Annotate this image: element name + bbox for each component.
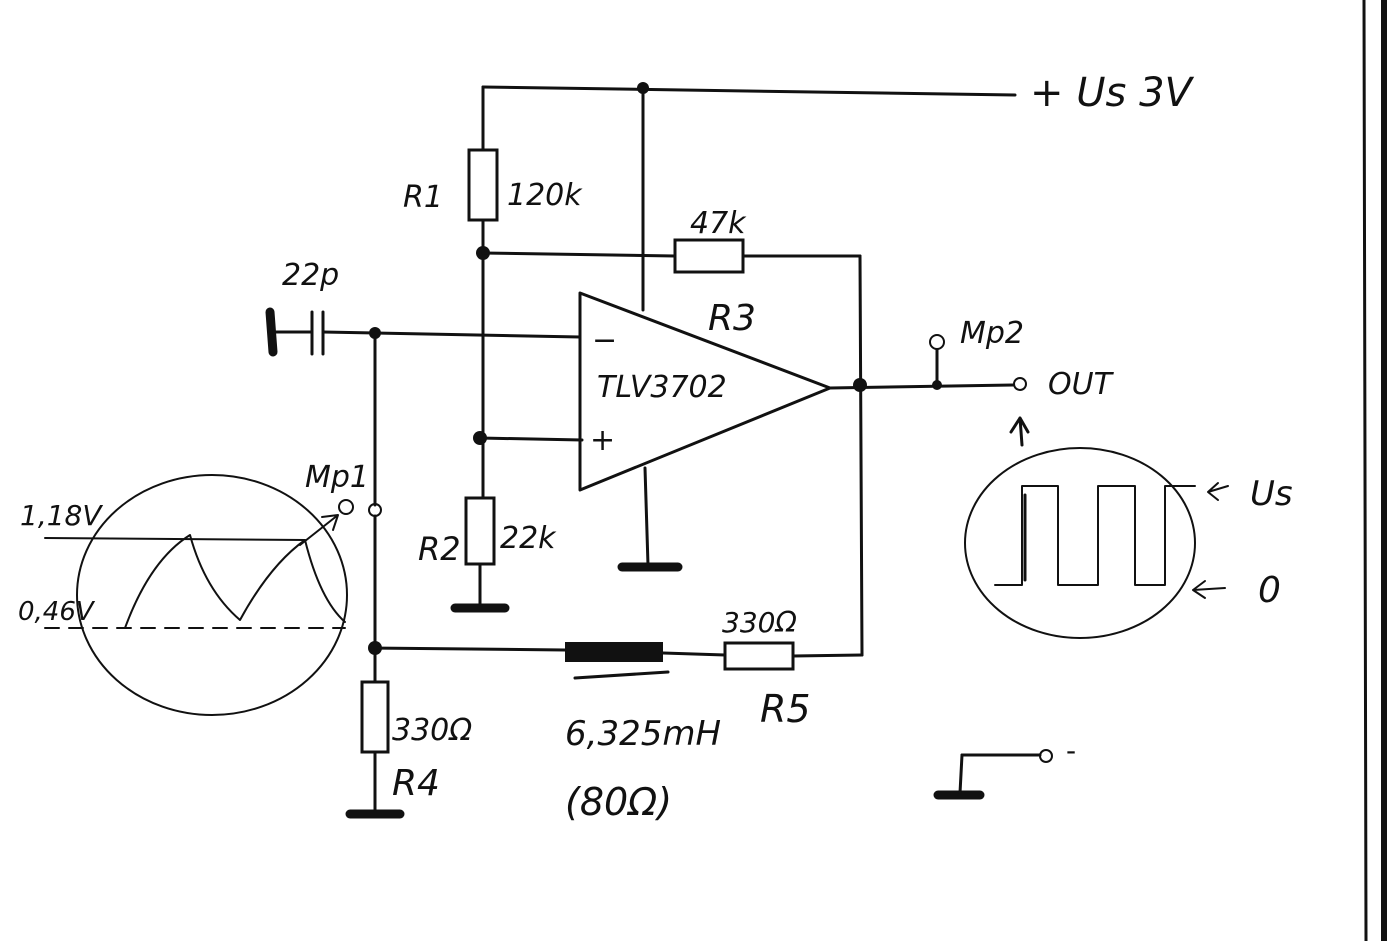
c1-value: 22p <box>282 258 339 293</box>
terminal-out <box>1013 377 1027 391</box>
ground-minus-label: - <box>1066 734 1076 767</box>
wire-to-inductor <box>373 646 567 652</box>
opamp-plus: + <box>590 423 615 458</box>
mp2-label: Mp2 <box>960 316 1024 351</box>
waveform-out-high: Us <box>1250 474 1293 514</box>
wire-to-plus <box>478 436 584 442</box>
waveform-in-bubble <box>44 474 348 716</box>
waveform-out-low: 0 <box>1258 570 1281 611</box>
r2-value: 22k <box>500 521 557 556</box>
capacitor-22p <box>265 307 582 357</box>
resistor-r5 <box>723 641 864 671</box>
wire-to-r3 <box>481 251 677 258</box>
inductor-value: 6,325mH <box>565 714 721 754</box>
supply-label: + Us 3V <box>1030 70 1195 116</box>
resistor-r2 <box>450 496 510 613</box>
r1-name: R1 <box>403 180 443 215</box>
r5-name: R5 <box>760 687 811 731</box>
opamp-name: TLV3702 <box>597 370 727 405</box>
waveform-out-bubble <box>964 447 1196 639</box>
r5-value: 330Ω <box>722 606 797 639</box>
arrow-us <box>1207 482 1229 501</box>
arrow-out-waveform <box>1009 416 1030 447</box>
r3-name: R3 <box>708 298 756 339</box>
arrow-zero <box>1192 580 1226 599</box>
waveform-in-high: 1,18V <box>20 499 103 532</box>
out-label: OUT <box>1048 367 1115 402</box>
resistor-r4 <box>345 680 405 819</box>
testpoint-mp2 <box>929 334 945 350</box>
supply-rail <box>481 82 1017 152</box>
opamp-minus: − <box>592 323 617 358</box>
page-edge-line <box>1362 0 1368 941</box>
junction-output <box>853 378 867 392</box>
ground-minus-symbol <box>933 749 1053 800</box>
waveform-in-low: 0,46V <box>18 597 96 627</box>
r2-name: R2 <box>418 530 461 568</box>
r1-value: 120k <box>507 178 583 213</box>
mp1-label: Mp1 <box>305 460 369 495</box>
resistor-r3 <box>673 238 864 657</box>
resistor-r1 <box>467 148 499 502</box>
testpoint-mp1 <box>338 499 354 515</box>
arrow-mp1 <box>299 514 339 546</box>
r4-name: R4 <box>392 763 440 804</box>
wire-output <box>828 383 1015 390</box>
inductor-resistance: (80Ω) <box>565 780 672 824</box>
r4-value: 330Ω <box>392 713 472 748</box>
inductor <box>565 642 727 680</box>
opamp-tlv3702 <box>578 86 832 572</box>
r3-value: 47k <box>690 206 747 241</box>
